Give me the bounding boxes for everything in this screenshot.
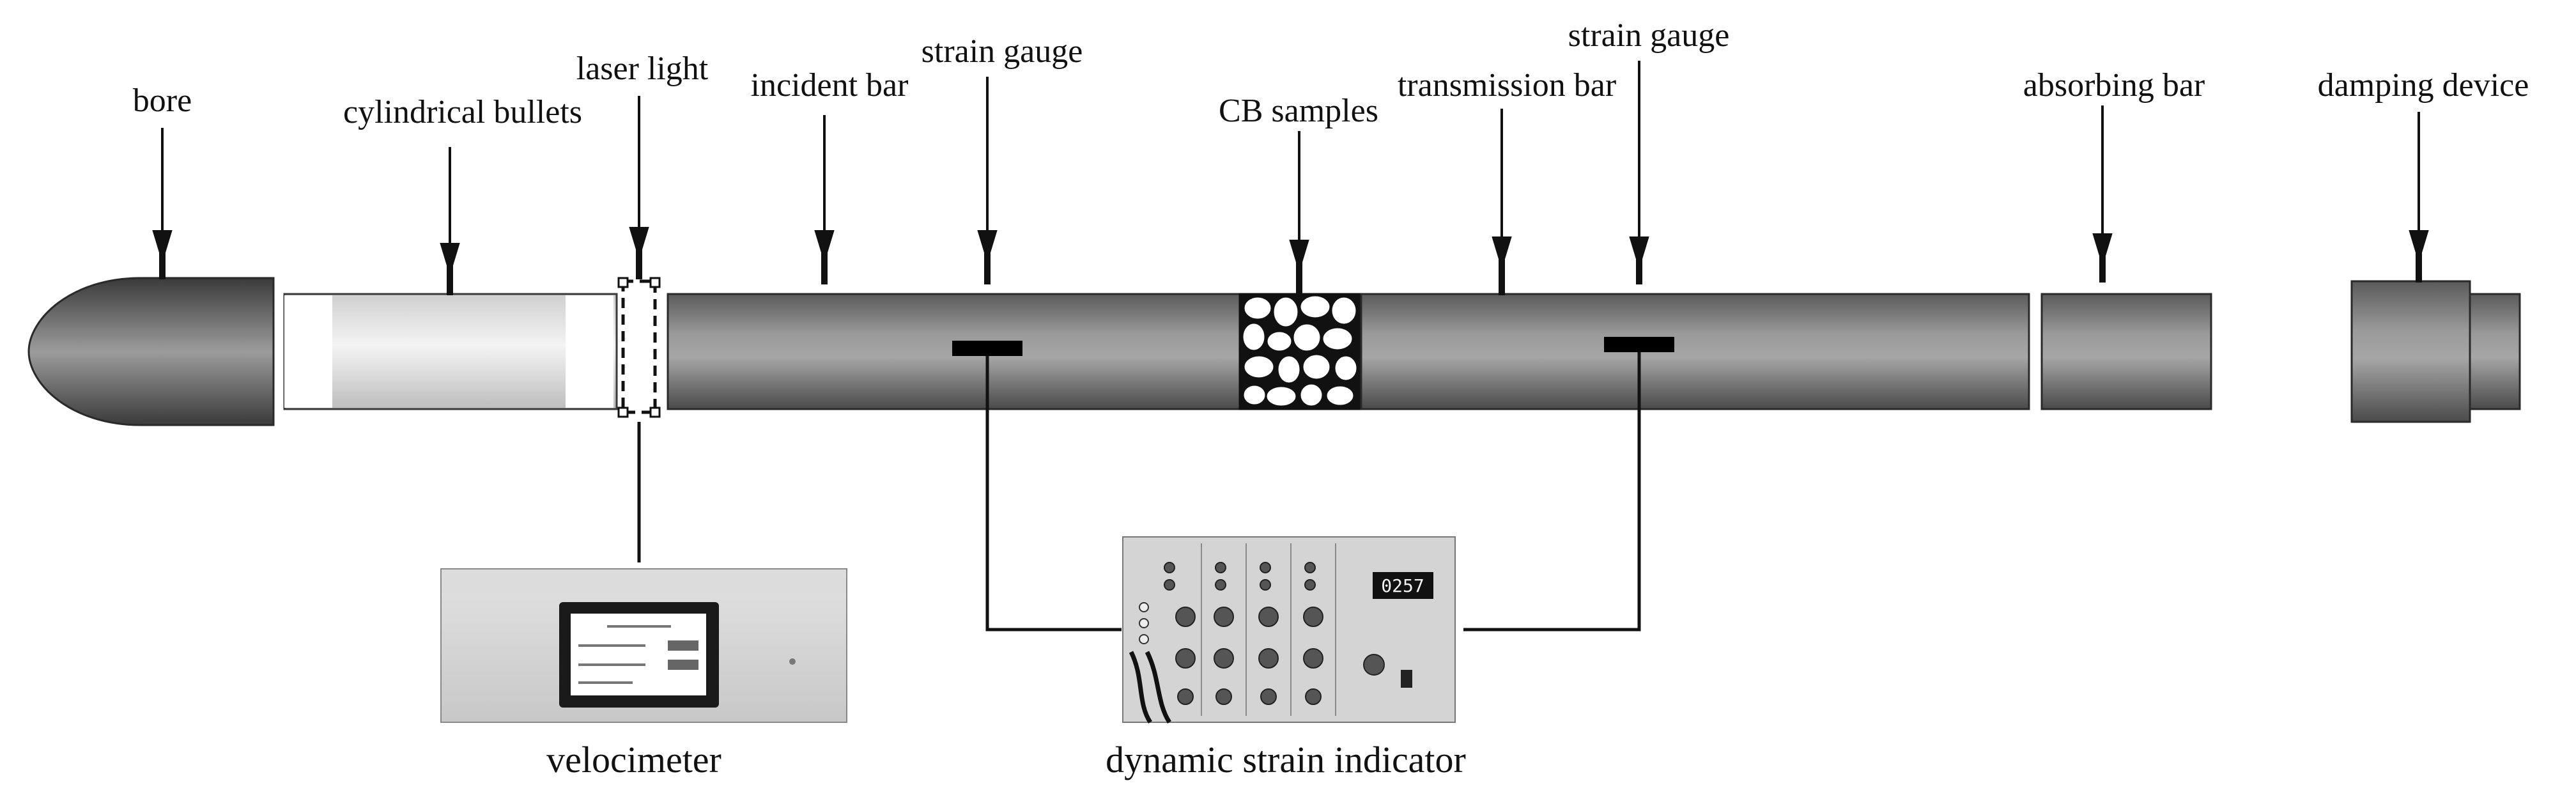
- bore: [27, 277, 275, 426]
- label-laser-light: laser light: [576, 50, 709, 87]
- dynamic-strain-indicator-device: 0257: [1122, 536, 1456, 724]
- label-dynamic-strain-indicator: dynamic strain indicator: [1106, 739, 1466, 780]
- cylindrical-bullet: [283, 293, 618, 410]
- label-strain-gauge-2: strain gauge: [1568, 17, 1730, 54]
- strain-gauge-2: [1604, 337, 1674, 352]
- label-cb-samples: CB samples: [1219, 93, 1378, 129]
- laser-light: [617, 277, 661, 418]
- label-incident-bar: incident bar: [750, 67, 909, 104]
- transmission-bar: [1360, 293, 2030, 410]
- strain-display-readout: 0257: [1381, 575, 1424, 596]
- cb-samples: [1238, 293, 1362, 410]
- label-cylindrical-bullets: cylindrical bullets: [343, 94, 583, 130]
- label-bore: bore: [132, 82, 192, 119]
- strain-gauge-1: [952, 341, 1022, 356]
- damping-device: [2350, 280, 2521, 423]
- absorbing-bar: [2040, 293, 2212, 410]
- label-transmission-bar: transmission bar: [1397, 67, 1617, 104]
- label-strain-gauge-1: strain gauge: [921, 33, 1083, 70]
- velocimeter-device: [440, 568, 847, 723]
- connection-lines: [637, 352, 1641, 632]
- label-pointers: [152, 61, 2429, 295]
- label-velocimeter: velocimeter: [546, 739, 721, 780]
- label-damping-device: damping device: [2317, 67, 2529, 104]
- label-absorbing-bar: absorbing bar: [2023, 67, 2205, 104]
